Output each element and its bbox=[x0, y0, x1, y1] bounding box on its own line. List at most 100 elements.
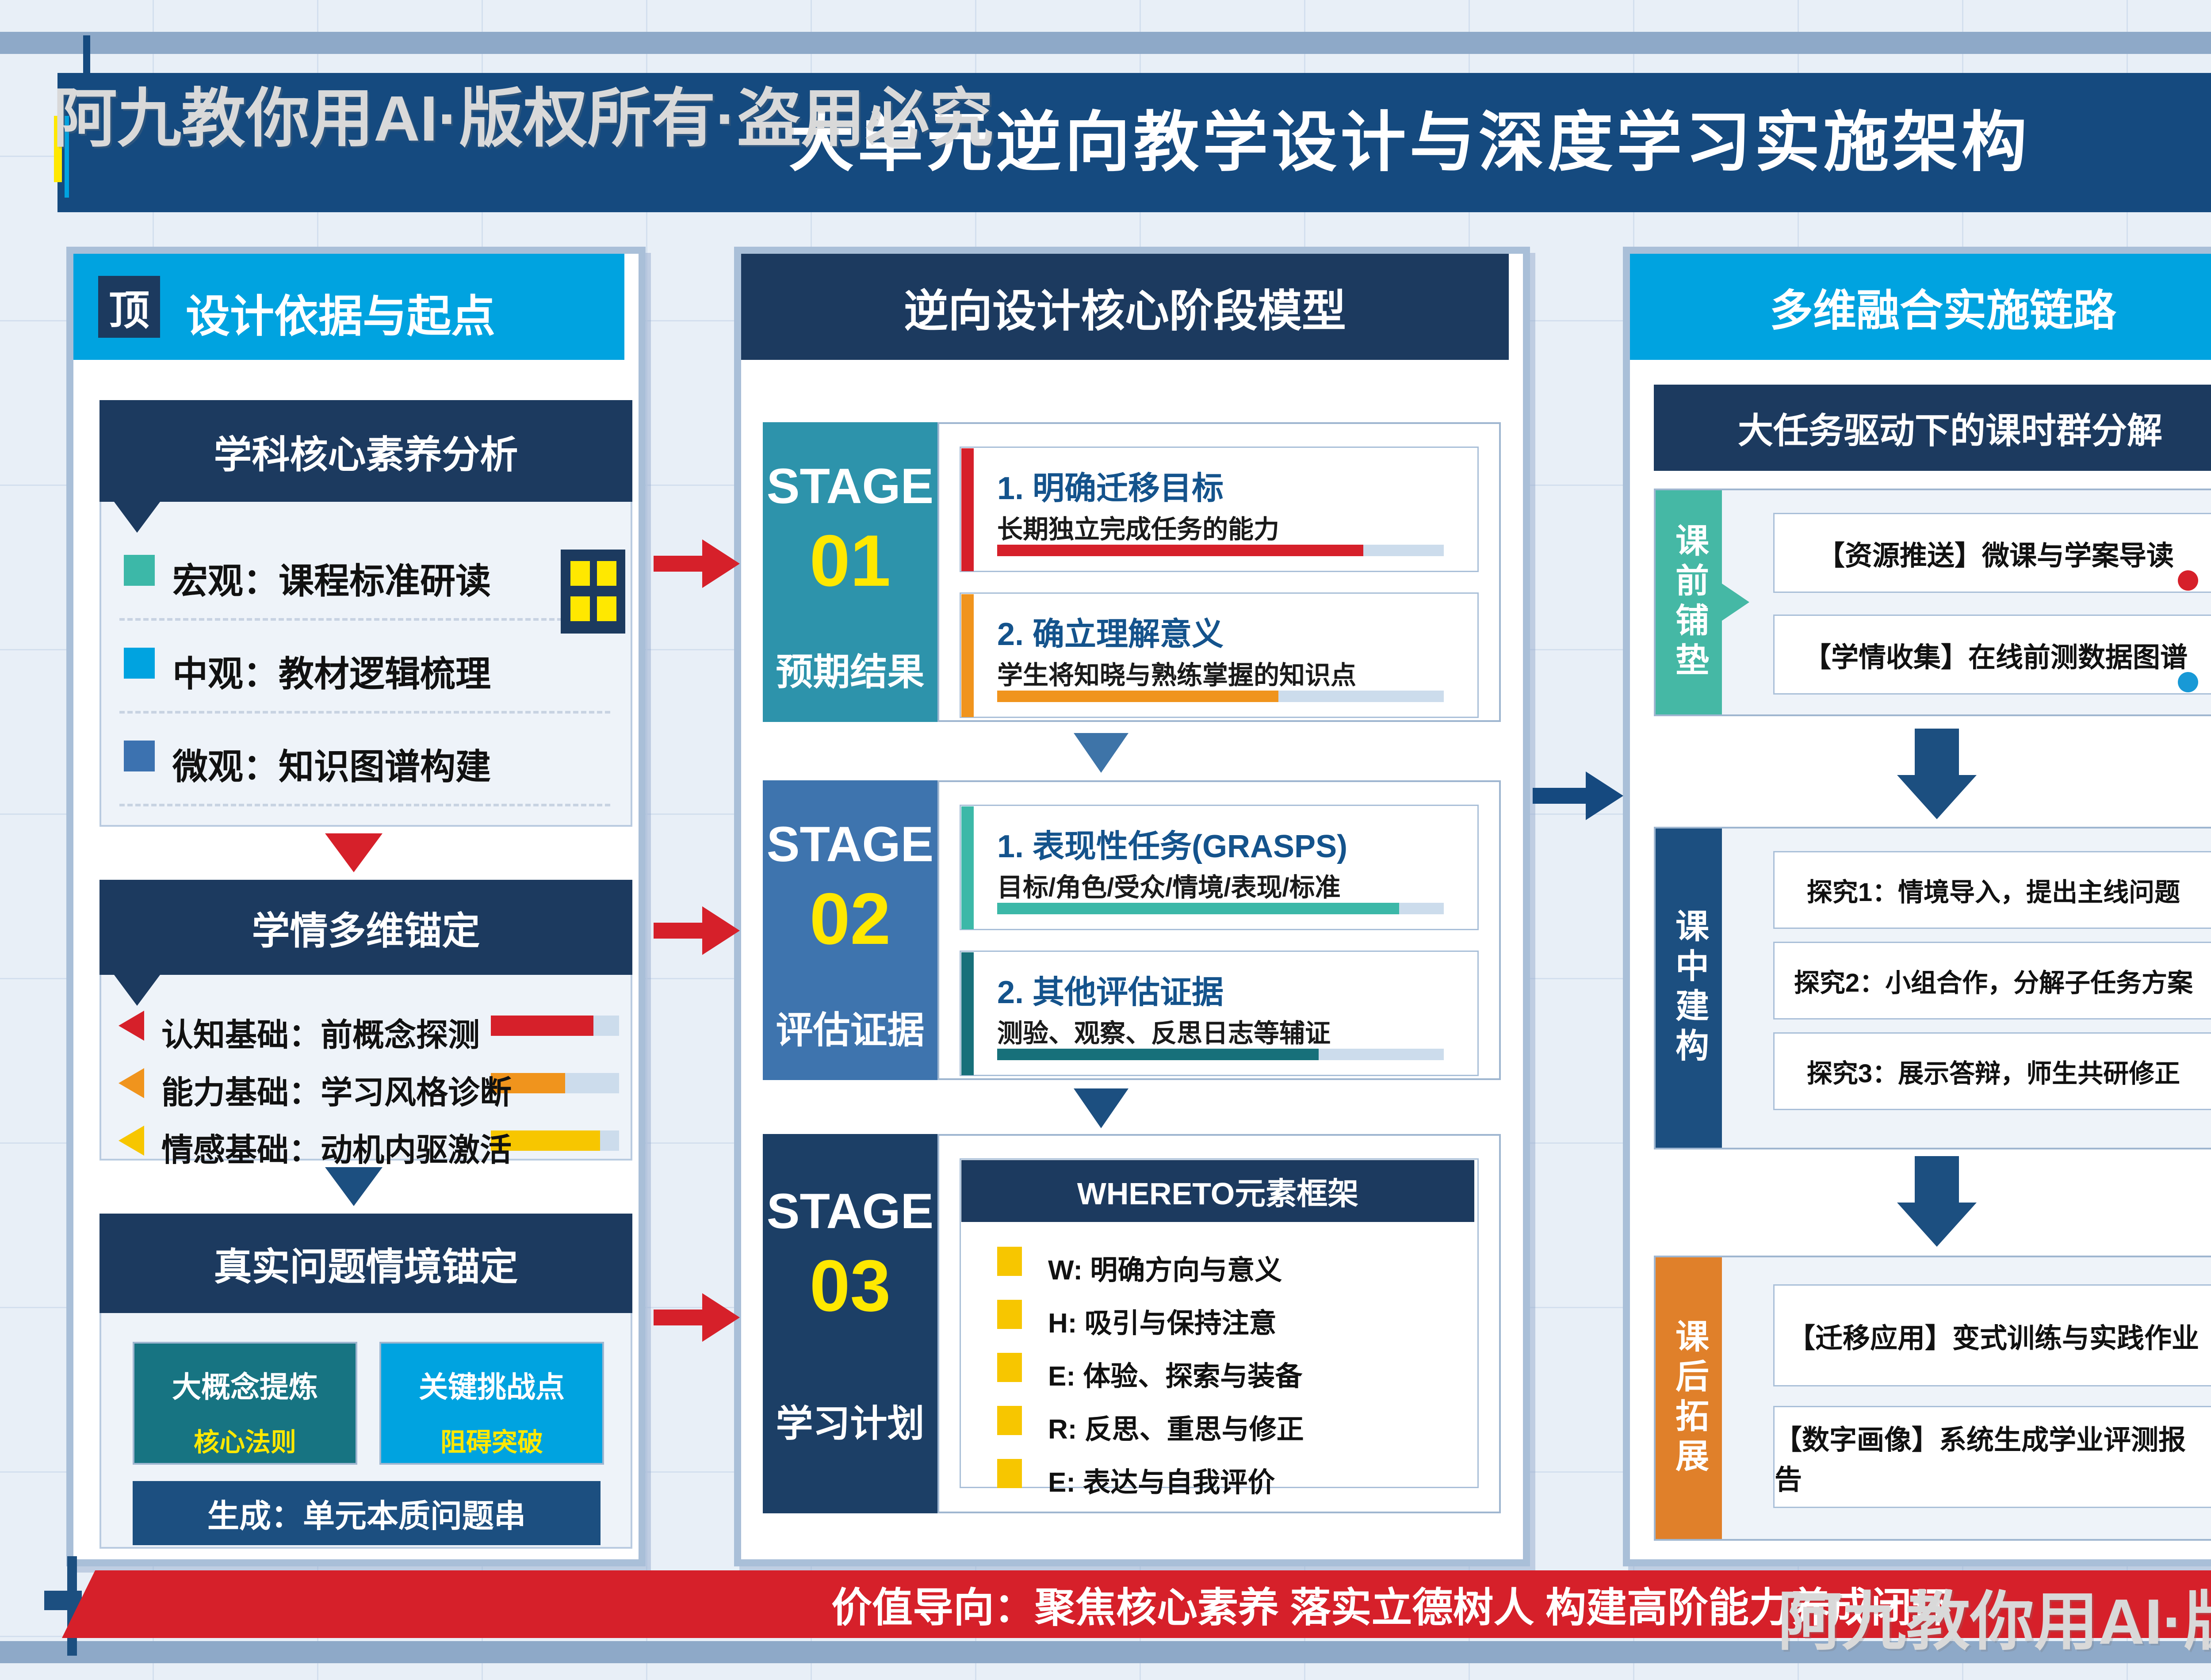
header-left-yellow-bar bbox=[54, 116, 62, 182]
s1-row3-bullet-icon bbox=[124, 741, 155, 771]
s1-divider3 bbox=[119, 804, 610, 806]
blue-dot-icon bbox=[2178, 672, 2198, 692]
whereto-item-4: R: 反思、重思与修正 bbox=[1048, 1414, 1304, 1445]
s2-row2-bar-fill bbox=[491, 1073, 566, 1093]
s2-row3-bar bbox=[491, 1130, 619, 1151]
s3-bar-label: 生成：单元本质问题串 bbox=[207, 1499, 526, 1534]
col1-s1-notch bbox=[114, 502, 160, 533]
col2-title: 逆向设计核心阶段模型 bbox=[904, 286, 1346, 336]
s2-row3-triangle-icon bbox=[119, 1126, 144, 1156]
stage2-card2-title: 2. 其他评估证据 bbox=[997, 975, 1224, 1010]
stage1-number: 01 bbox=[809, 520, 891, 601]
s2-row2-bar bbox=[491, 1073, 619, 1093]
whereto-title: WHERETO元素框架 bbox=[1077, 1176, 1359, 1211]
col1-s3-card1: 大概念提炼 核心法则 bbox=[133, 1342, 357, 1465]
col1-s3-bar: 生成：单元本质问题串 bbox=[133, 1481, 601, 1545]
col2-flow-arrow-2 bbox=[1074, 1088, 1128, 1128]
whereto-bullet-3 bbox=[997, 1353, 1022, 1382]
stage1-card1-bar-fill bbox=[997, 545, 1364, 556]
col1-flow-arrow-2 bbox=[325, 1167, 383, 1206]
col3-mid-box3: 探究3：展示答辩，师生共研修正 bbox=[1773, 1032, 2211, 1110]
whereto-bullet-4 bbox=[997, 1406, 1022, 1435]
s3-card1-title: 大概念提炼 bbox=[172, 1371, 318, 1403]
col1-s2-title: 学情多维锚定 bbox=[252, 910, 480, 952]
flow-arrow-col1-col2-b-head bbox=[702, 906, 740, 955]
stage2-sidebar: STAGE 02 评估证据 bbox=[763, 780, 937, 1080]
flow-arrow-col2-col3 bbox=[1533, 788, 1586, 804]
col2-flow-arrow-1 bbox=[1074, 733, 1128, 773]
col3-pre-box2-label: 【学情收集】在线前测数据图谱 bbox=[1803, 642, 2188, 673]
col3-mid-box2: 探究2：小组合作，分解子任务方案 bbox=[1773, 942, 2211, 1019]
s3-card1-sub: 核心法则 bbox=[193, 1428, 296, 1457]
stage2-card2-strip bbox=[961, 952, 974, 1075]
col3-pre-arrow-icon bbox=[1722, 584, 1749, 621]
col1-s3-title: 真实问题情境锚定 bbox=[214, 1246, 518, 1288]
col3-post-box1-label: 【迁移应用】变式训练与实践作业 bbox=[1787, 1323, 2199, 1354]
stage2-card2-bar-fill bbox=[997, 1049, 1319, 1060]
col3-post-box1: 【迁移应用】变式训练与实践作业 bbox=[1773, 1284, 2211, 1386]
s2-row1-label: 认知基础：前概念探测 bbox=[161, 1018, 480, 1053]
s1-row2-bullet-icon bbox=[124, 648, 155, 679]
bottom-left-flag bbox=[44, 1591, 82, 1610]
page-title: 大单元逆向教学设计与深度学习实施架构 bbox=[788, 106, 2031, 179]
stage3-stage-word: STAGE bbox=[766, 1184, 934, 1239]
stage2-card2-bar bbox=[997, 1049, 1444, 1060]
col3-title: 多维融合实施链路 bbox=[1769, 286, 2116, 335]
s1-row1-label: 宏观：课程标准研读 bbox=[172, 561, 491, 601]
stage1-card2-strip bbox=[961, 594, 974, 717]
header-left-cyan-bar bbox=[65, 116, 69, 198]
col2-header: 逆向设计核心阶段模型 bbox=[741, 254, 1509, 360]
stage2-card1-title: 1. 表现性任务(GRASPS) bbox=[997, 829, 1348, 864]
stage2-card1-sub: 目标/角色/受众/情境/表现/标准 bbox=[997, 873, 1341, 902]
col3-post-box2-label: 【数字画像】系统生成学业评测报告 bbox=[1775, 1424, 2186, 1495]
s1-divider2 bbox=[119, 711, 610, 714]
col3-pre-label: 课前铺垫 bbox=[1670, 523, 1708, 682]
header-bar bbox=[57, 73, 2211, 212]
col3-pre-sidebar: 课前铺垫 bbox=[1656, 490, 1722, 714]
col3-mid-box2-label: 探究2：小组合作，分解子任务方案 bbox=[1794, 969, 2193, 997]
window-pane bbox=[570, 561, 590, 586]
s3-card2-title: 关键挑战点 bbox=[419, 1371, 565, 1403]
col3-mid-sidebar: 课中建构 bbox=[1656, 829, 1722, 1148]
col1-s2-notch bbox=[114, 975, 160, 1006]
stage1-stage-word: STAGE bbox=[766, 458, 934, 514]
watermark-top: 阿九教你用AI·版权所有·盗用必究 bbox=[53, 83, 994, 154]
window-icon bbox=[561, 550, 625, 634]
stage1-card2-bar-fill bbox=[997, 691, 1279, 702]
col1-badge-label: 顶 bbox=[108, 288, 149, 333]
flow-arrow-col2-col3-head bbox=[1586, 771, 1623, 820]
s2-row2-label: 能力基础：学习风格诊断 bbox=[161, 1075, 512, 1111]
s1-row3-label: 微观：知识图谱构建 bbox=[172, 747, 491, 787]
bottom-steel-bar bbox=[0, 1641, 2211, 1663]
whereto-bullet-5 bbox=[997, 1459, 1022, 1488]
header-left-stem bbox=[83, 35, 90, 75]
col3-flow-arrow-2-shaft bbox=[1915, 1156, 1959, 1203]
col3-pre-box1-label: 【资源推送】微课与学案导读 bbox=[1817, 540, 2174, 571]
whereto-bullet-2 bbox=[997, 1300, 1022, 1329]
col3-taskbar-label: 大任务驱动下的课时群分解 bbox=[1738, 411, 2162, 451]
stage1-card1-sub: 长期独立完成任务的能力 bbox=[997, 515, 1280, 544]
col3-header: 多维融合实施链路 bbox=[1630, 254, 2211, 360]
flow-arrow-col1-col2-b bbox=[654, 923, 702, 939]
stage1-card2-sub: 学生将知晓与熟练掌握的知识点 bbox=[997, 661, 1357, 690]
stage2-number: 02 bbox=[809, 878, 891, 959]
col3-pre-box2: 【学情收集】在线前测数据图谱 bbox=[1773, 615, 2211, 695]
col3-flow-arrow-2-head bbox=[1897, 1203, 1977, 1247]
window-pane bbox=[597, 561, 616, 586]
top-steel-bar bbox=[0, 32, 2211, 54]
stage3-number: 03 bbox=[809, 1245, 891, 1326]
stage1-card1-title: 1. 明确迁移目标 bbox=[997, 471, 1224, 506]
s3-card2-sub: 阻碍突破 bbox=[440, 1428, 543, 1457]
stage2-stage-word: STAGE bbox=[766, 817, 934, 872]
footer-bar: 价值导向：聚焦核心素养 落实立德树人 构建高阶能力养成闭环 bbox=[62, 1570, 2211, 1638]
stage1-sidebar: STAGE 01 预期结果 bbox=[763, 422, 937, 722]
col1-header bbox=[73, 254, 624, 360]
whereto-header: WHERETO元素框架 bbox=[961, 1160, 1474, 1222]
stage1-name: 预期结果 bbox=[776, 651, 925, 693]
col1-s3-card2: 关键挑战点 阻碍突破 bbox=[379, 1342, 604, 1465]
s2-row1-bar-fill bbox=[491, 1016, 593, 1036]
stage3-sidebar: STAGE 03 学习计划 bbox=[763, 1134, 937, 1513]
s1-row1-bullet-icon bbox=[124, 555, 155, 586]
whereto-item-5: E: 表达与自我评价 bbox=[1048, 1467, 1275, 1498]
stage1-card2-bar bbox=[997, 691, 1444, 702]
